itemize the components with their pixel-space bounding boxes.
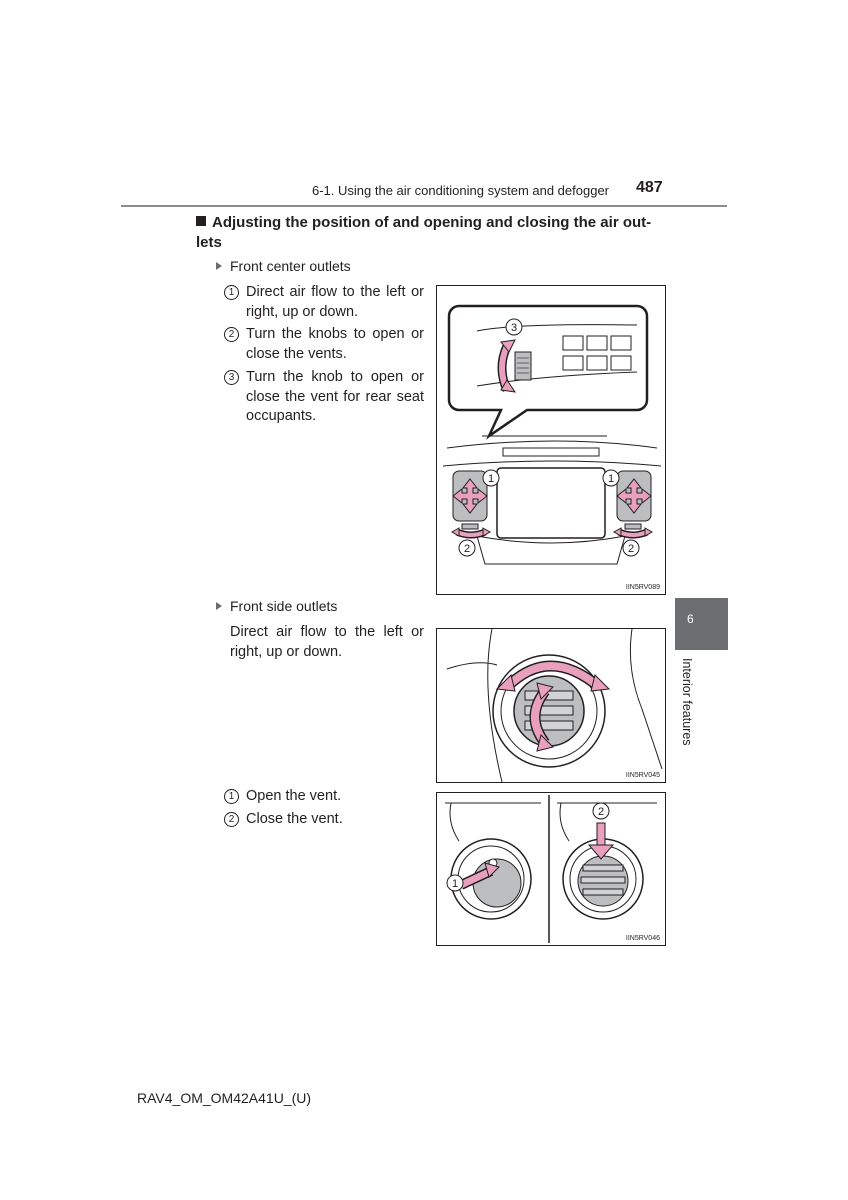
- front-side-outlet-illustration: [446, 629, 663, 782]
- callout-1-right: 1: [608, 473, 614, 485]
- list-item-text: Open the vent.: [246, 788, 342, 804]
- list-item-text: Turn the knobs to open or close the vent…: [246, 326, 424, 362]
- callout-2-right: 2: [628, 543, 634, 555]
- figure-front-side-outlets: IIN5RV045: [436, 628, 666, 783]
- front-side-description: Direct air flow to the left or right, up…: [230, 624, 424, 660]
- callout-2-left: 2: [464, 543, 470, 555]
- triangle-bullet-icon: [216, 262, 222, 270]
- list-item-text: Direct air flow to the left or right, up…: [246, 284, 424, 320]
- list-item: 1 Open the vent.: [224, 787, 414, 807]
- chapter-label: Interior features: [680, 658, 694, 746]
- callout-3: 3: [511, 322, 517, 334]
- chapter-number: 6: [687, 612, 694, 626]
- list-item: 3 Turn the knob to open or close the ven…: [224, 368, 424, 427]
- chapter-tab[interactable]: 6: [675, 598, 728, 650]
- circled-number: 1: [224, 789, 239, 804]
- callout-2-close: 2: [598, 806, 604, 818]
- callout-1-left: 1: [488, 473, 494, 485]
- running-header-title: 6-1. Using the air conditioning system a…: [312, 183, 610, 198]
- figure-code: IIN5RV046: [625, 935, 660, 942]
- figure-code: IIN5RV089: [625, 584, 660, 591]
- section-heading-text: Adjusting the position of and opening an…: [196, 214, 652, 251]
- circled-number: 3: [224, 370, 239, 385]
- subheading-front-center-label: Front center outlets: [230, 258, 351, 274]
- open-close-vent-illustration: 1 2: [445, 795, 657, 943]
- subheading-front-center: Front center outlets: [216, 258, 351, 274]
- list-item-text: Close the vent.: [246, 811, 343, 827]
- figure-front-center-outlets: 3 1 1 2 2: [436, 285, 666, 595]
- footer-document-code: RAV4_OM_OM42A41U_(U): [137, 1090, 312, 1106]
- subheading-front-side-label: Front side outlets: [230, 598, 338, 614]
- callout-1-open: 1: [452, 878, 458, 890]
- front-center-outlets-illustration: 3 1 1 2 2: [442, 304, 662, 565]
- circled-number: 2: [224, 327, 239, 342]
- square-bullet-icon: [196, 216, 206, 226]
- triangle-bullet-icon: [216, 602, 222, 610]
- figure-open-close-vent: 1 2 IIN5RV046: [436, 792, 666, 946]
- circled-number: 2: [224, 812, 239, 827]
- list-item: 1 Direct air flow to the left or right, …: [224, 283, 424, 322]
- subheading-front-side: Front side outlets: [216, 598, 337, 614]
- header-rule: [121, 205, 727, 207]
- section-heading: Adjusting the position of and opening an…: [196, 213, 666, 253]
- list-item: 2 Close the vent.: [224, 810, 414, 830]
- circled-number: 1: [224, 285, 239, 300]
- list-item-text: Turn the knob to open or close the vent …: [246, 369, 424, 424]
- page-number: 487: [636, 179, 663, 196]
- list-item: 2 Turn the knobs to open or close the ve…: [224, 325, 424, 364]
- figure-code: IIN5RV045: [625, 772, 660, 779]
